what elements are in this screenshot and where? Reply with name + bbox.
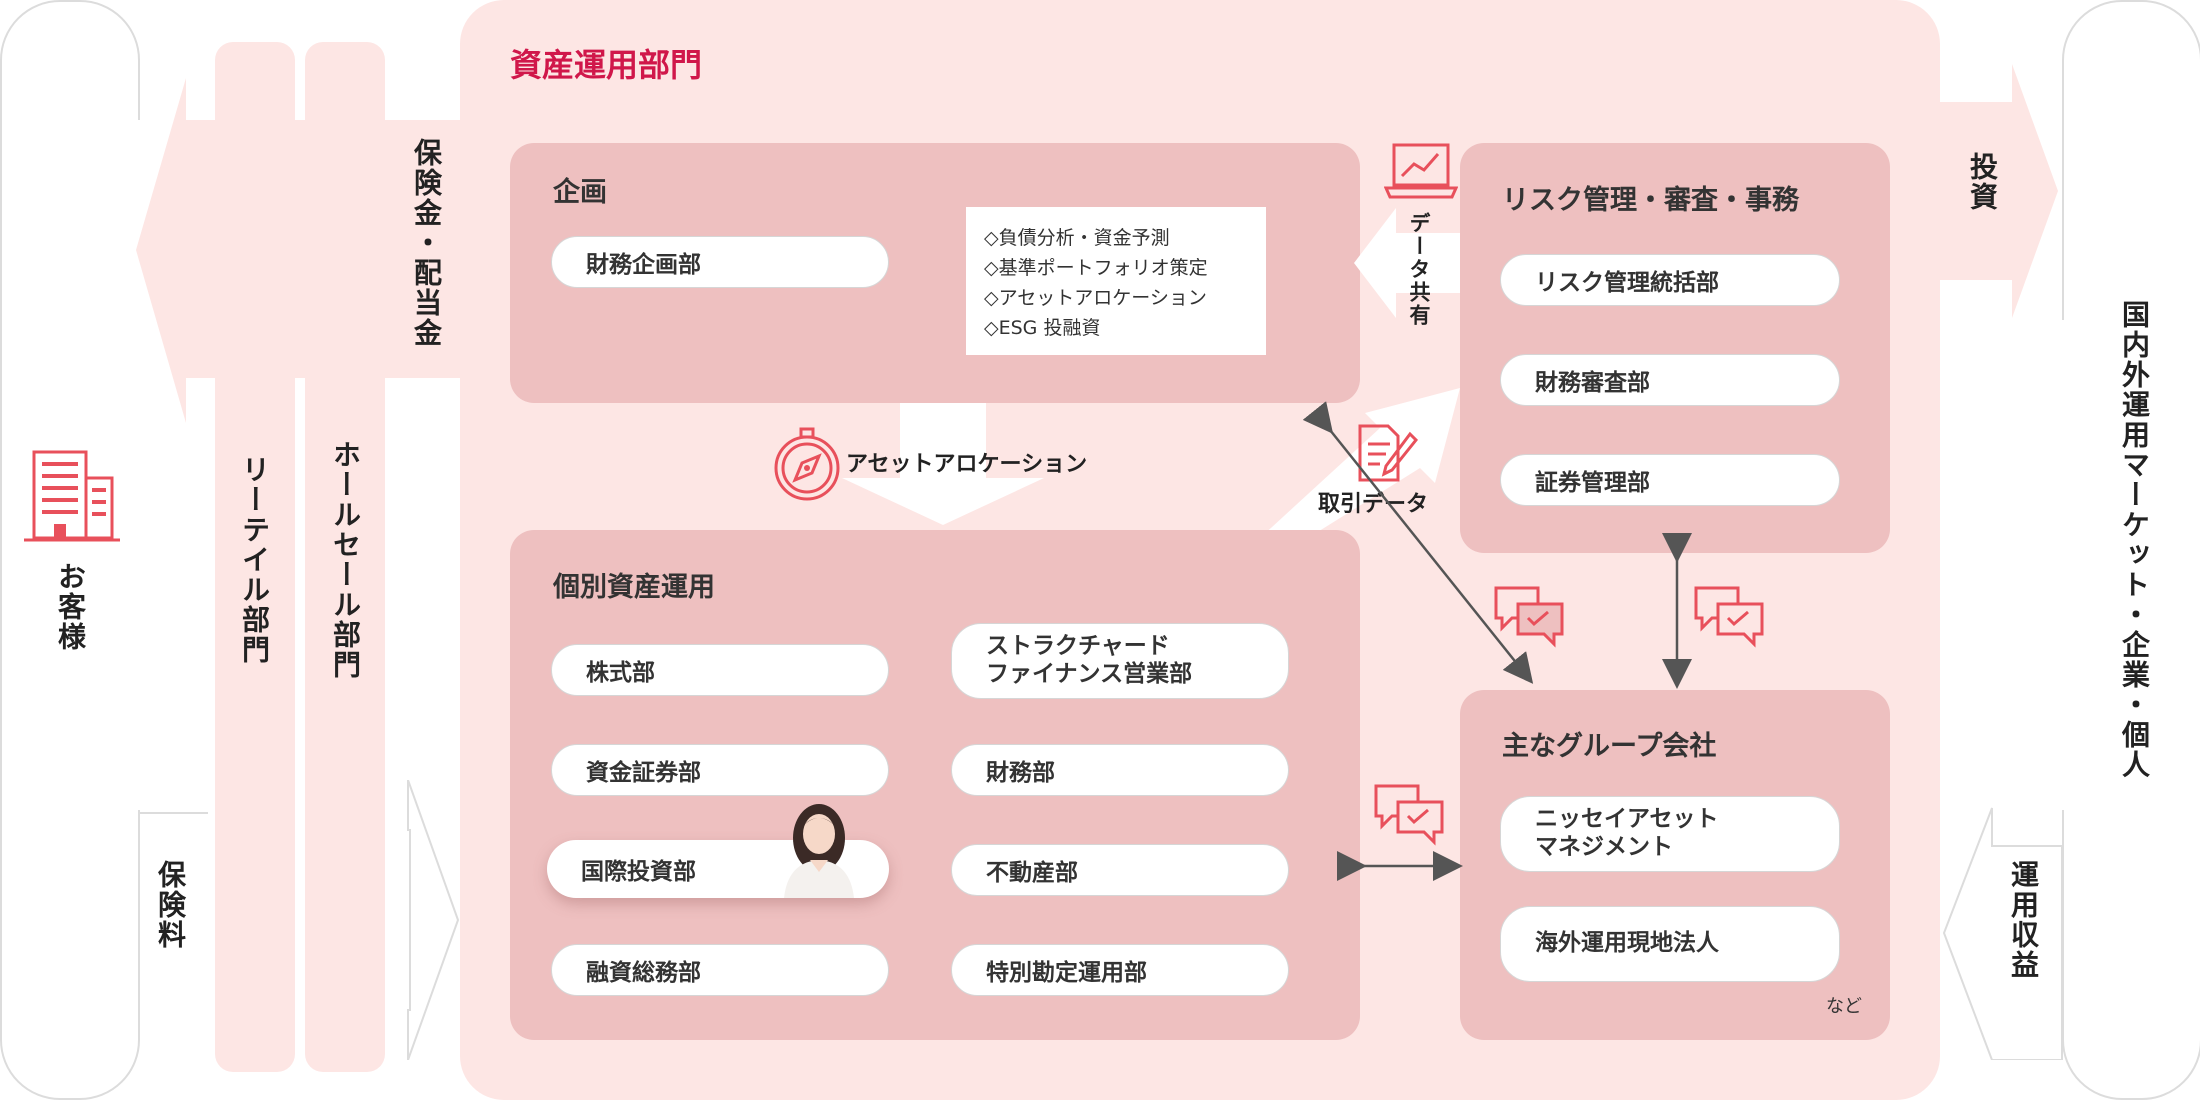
payout-label: 保険金・配当金: [410, 138, 443, 348]
individual-dept-pill[interactable]: 財務部: [951, 744, 1289, 796]
individual-dept-label: 資金証券部: [586, 760, 701, 786]
individual-dept-pill[interactable]: 不動産部: [951, 844, 1289, 896]
individual-dept-pill[interactable]: 資金証券部: [551, 744, 889, 796]
individual-dept-label: 財務部: [986, 760, 1055, 786]
risk-dept-label: リスク管理統括部: [1535, 270, 1719, 296]
retail-column: [215, 42, 295, 1072]
invest-arrow: [1940, 64, 2058, 318]
asset-allocation-label: アセットアロケーション: [846, 452, 1088, 477]
group-company-label: 海外運用現地法人: [1535, 930, 1719, 957]
planning-note: ◇アセットアロケーション: [984, 287, 1207, 309]
data-sharing-arrow: [1354, 208, 1464, 318]
premium-divider: [138, 812, 208, 814]
planning-note: ◇ESG 投融資: [984, 317, 1101, 339]
individual-dept-pill[interactable]: ストラクチャード ファイナンス営業部: [951, 623, 1289, 699]
chat-icon: [1694, 586, 1764, 648]
market-label: 国内外運用マーケット・企業・個人: [2118, 300, 2151, 780]
customers-label: お客様: [54, 562, 87, 652]
individual-title: 個別資産運用: [553, 572, 715, 603]
individual-dept-label: 特別勘定運用部: [986, 960, 1147, 986]
wholesale-column: [305, 42, 385, 1072]
risk-dept-pill[interactable]: 証券管理部: [1500, 454, 1840, 506]
planning-note: ◇基準ポートフォリオ策定: [984, 257, 1208, 279]
individual-dept-label: 株式部: [586, 660, 655, 686]
department-title: 資産運用部門: [510, 46, 703, 84]
risk-dept-label: 財務審査部: [1535, 370, 1650, 396]
individual-dept-pill[interactable]: 特別勘定運用部: [951, 944, 1289, 996]
risk-dept-pill[interactable]: 財務審査部: [1500, 354, 1840, 406]
building-icon: [24, 450, 120, 542]
risk-title: リスク管理・審査・事務: [1502, 185, 1799, 216]
planning-notes-card: ◇負債分析・資金予測 ◇基準ポートフォリオ策定 ◇アセットアロケーション ◇ES…: [966, 207, 1266, 355]
group-company-label: ニッセイアセット マネジメント: [1535, 806, 1719, 860]
chat-icon: [1374, 784, 1444, 846]
risk-dept-label: 証券管理部: [1535, 470, 1650, 496]
planning-note: ◇負債分析・資金予測: [984, 227, 1170, 249]
individual-dept-pill[interactable]: 融資総務部: [551, 944, 889, 996]
individual-dept-label: 融資総務部: [586, 960, 701, 986]
premium-label: 保険料: [154, 860, 187, 950]
compass-icon: [774, 427, 840, 501]
planning-dept-label: 財務企画部: [586, 252, 701, 278]
invest-label: 投資: [1966, 152, 1999, 212]
connector-arrows: [1302, 401, 1692, 881]
market-frame: [2062, 0, 2200, 1100]
laptop-chart-icon: [1384, 143, 1458, 199]
returns-arrow: [1942, 807, 2063, 1060]
individual-dept-label: 国際投資部: [581, 859, 696, 885]
planning-dept-pill[interactable]: 財務企画部: [551, 236, 889, 288]
wholesale-label: ホールセール部門: [329, 440, 362, 680]
allocation-down-arrow: [842, 403, 1044, 525]
returns-label: 運用収益: [2007, 860, 2040, 980]
chat-icon: [1494, 586, 1564, 648]
individual-dept-label: ストラクチャード ファイナンス営業部: [986, 633, 1193, 687]
risk-dept-pill[interactable]: リスク管理統括部: [1500, 254, 1840, 306]
group-title: 主なグループ会社: [1502, 731, 1717, 762]
group-etc-label: など: [1826, 996, 1862, 1017]
individual-dept-pill[interactable]: 株式部: [551, 644, 889, 696]
avatar: [784, 804, 854, 898]
premium-arrow: [407, 780, 460, 1060]
group-company-pill[interactable]: 海外運用現地法人: [1500, 906, 1840, 982]
data-sharing-label: データ共有: [1407, 212, 1431, 327]
individual-dept-label: 不動産部: [986, 860, 1078, 886]
retail-label: リーテイル部門: [238, 455, 271, 665]
planning-title: 企画: [553, 177, 607, 208]
group-company-pill[interactable]: ニッセイアセット マネジメント: [1500, 796, 1840, 872]
market-frame-gap: [2000, 320, 2064, 810]
customer-frame: [0, 0, 140, 1100]
